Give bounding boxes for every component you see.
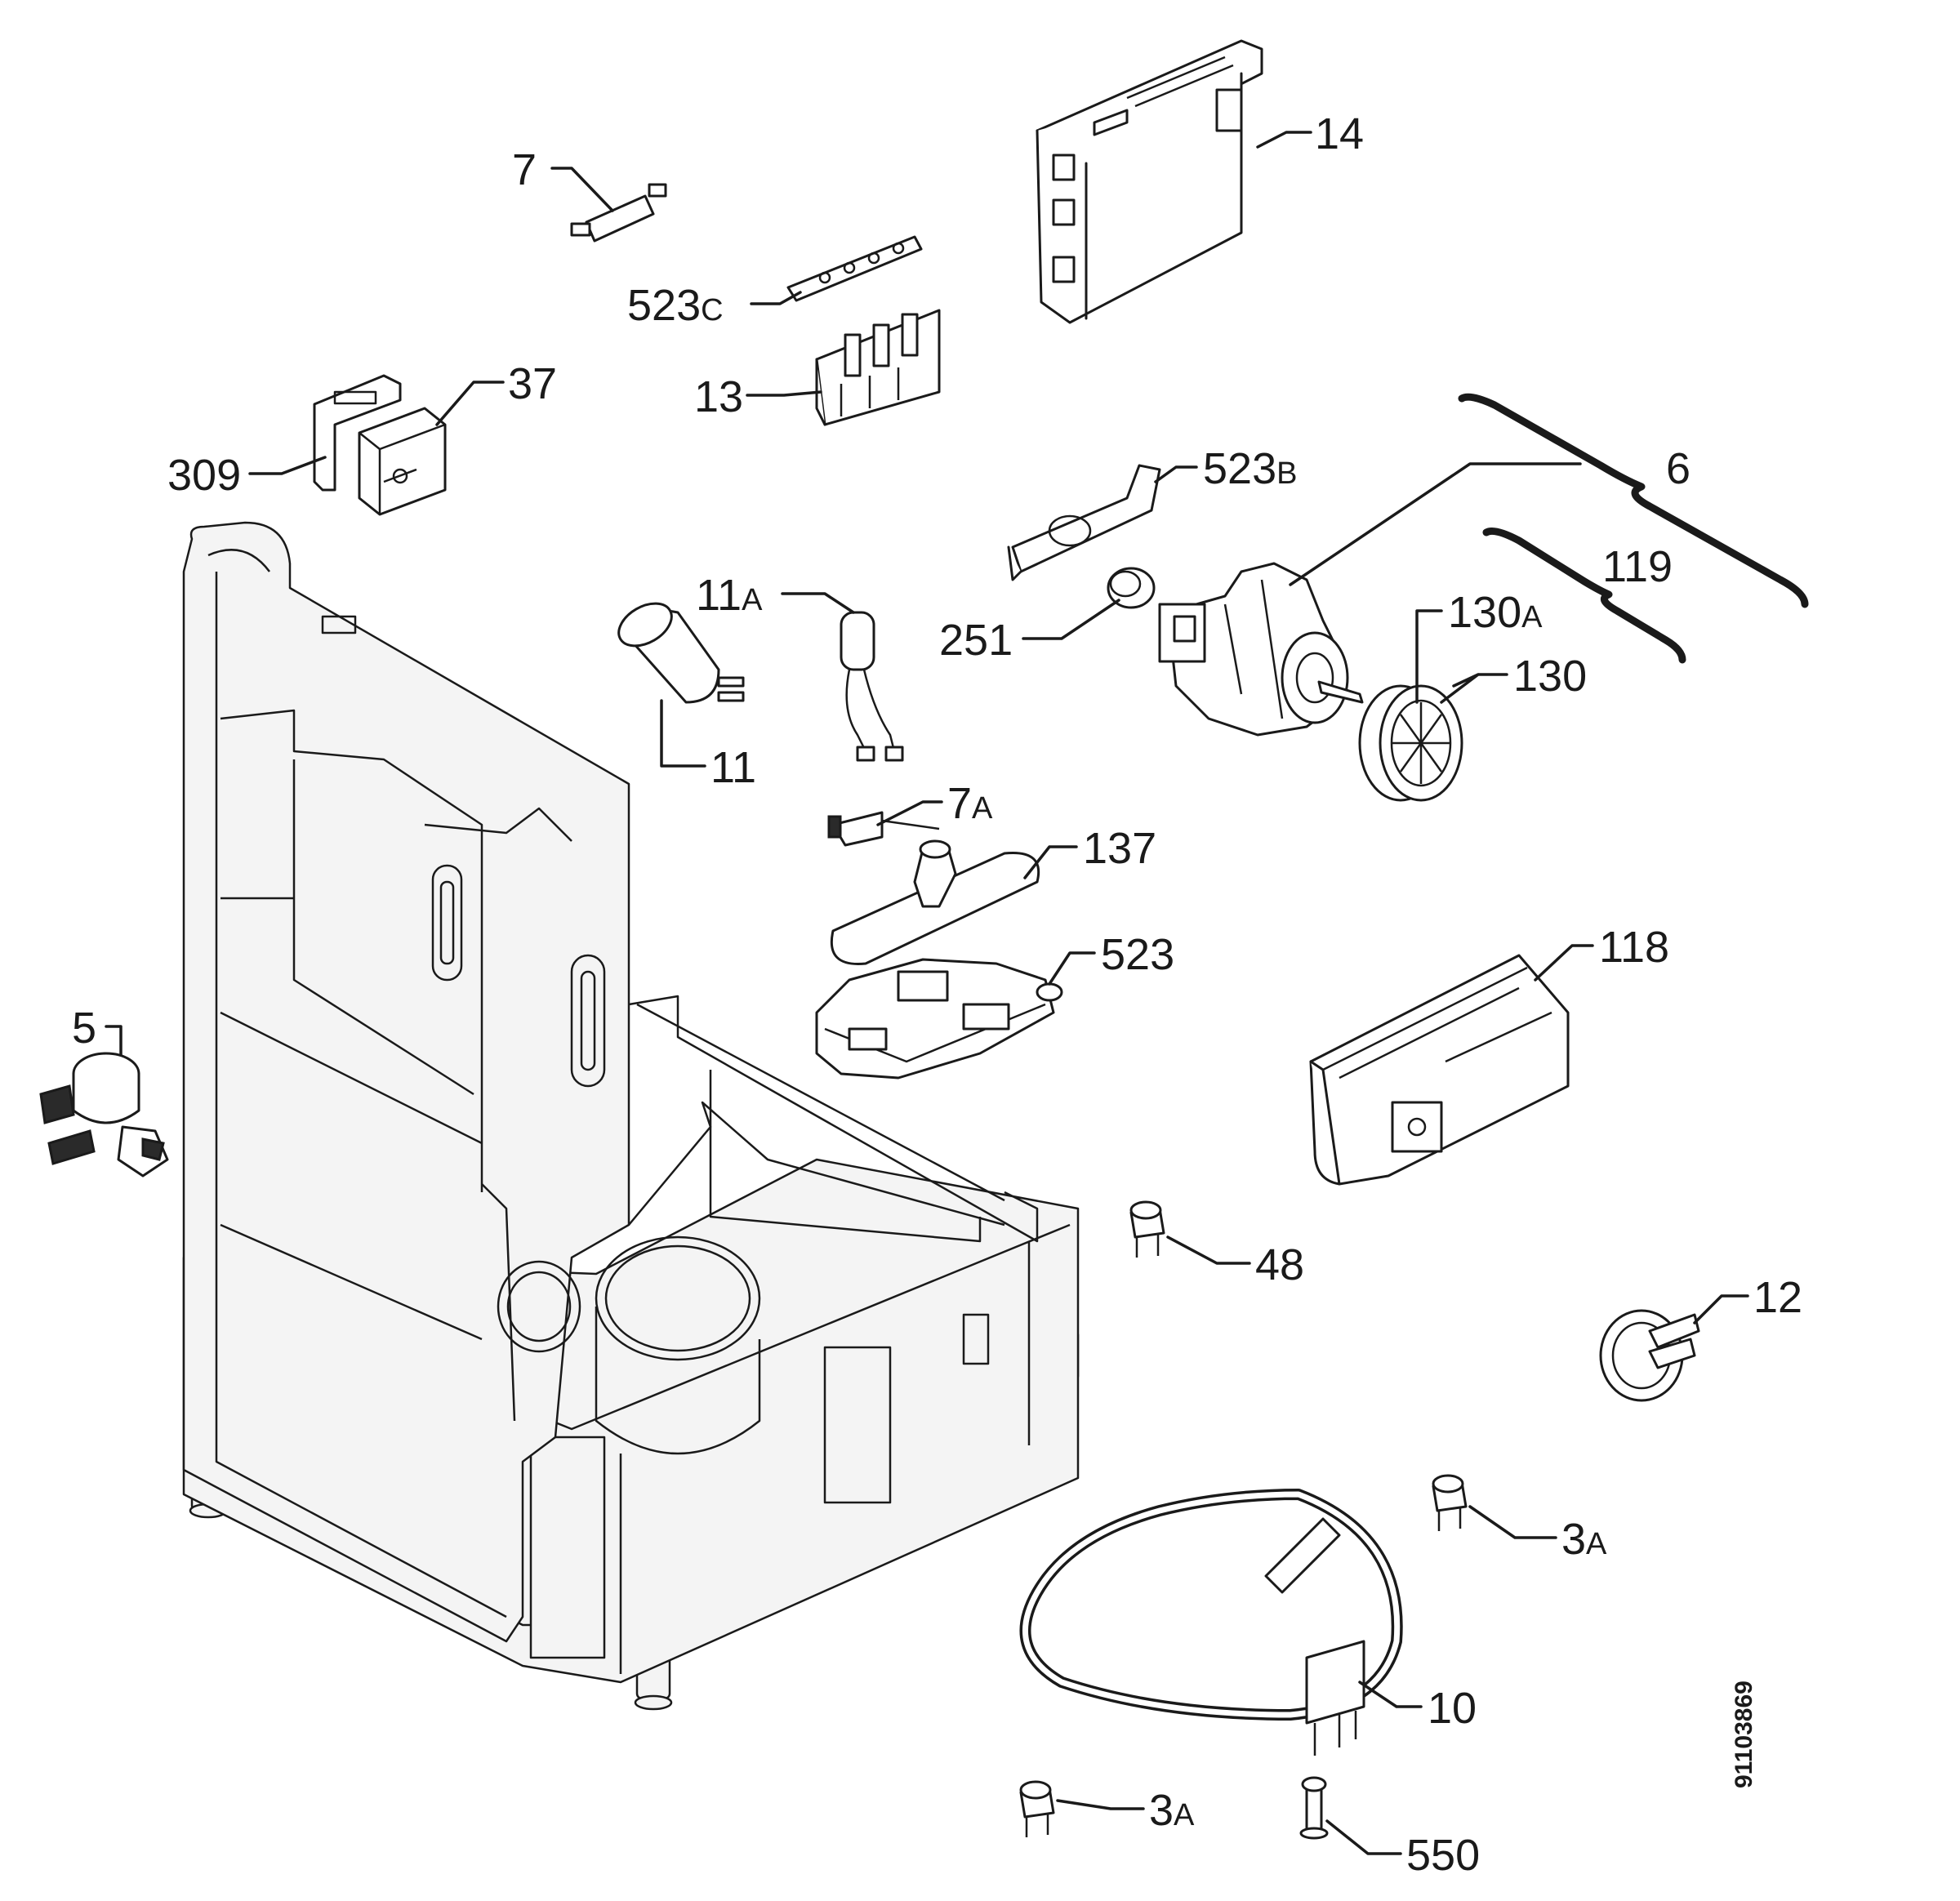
callout-119: 119: [1602, 542, 1673, 591]
callout-550: 550: [1406, 1831, 1480, 1880]
part-5-inlet-valve: [39, 1052, 169, 1178]
part-7-connector: [570, 183, 667, 243]
part-523c-bracket: [786, 235, 923, 302]
part-118-dispenser: [1309, 954, 1570, 1186]
part-3a-sensor-right: [1432, 1474, 1468, 1531]
part-523b-bracket: [1007, 464, 1161, 581]
callout-523b: 523B: [1203, 444, 1297, 493]
part-14-electronic-module: [1036, 39, 1263, 324]
callout-5: 5: [72, 1004, 96, 1053]
part-13-terminal-block: [815, 309, 941, 426]
leader-lines: [105, 131, 1749, 1855]
callout-13: 13: [694, 372, 743, 421]
callout-11a: 11A: [696, 571, 763, 620]
tub-frame-assembly: [182, 521, 1080, 1711]
callout-3a-right: 3A: [1561, 1515, 1607, 1564]
brace-6: [1458, 393, 1809, 608]
callout-523: 523: [1101, 930, 1174, 979]
document-number: 91103869: [1731, 1681, 1757, 1788]
callout-523c: 523C: [627, 281, 724, 330]
callout-7: 7: [512, 145, 537, 194]
callout-6: 6: [1666, 444, 1690, 493]
part-37-switch: [358, 407, 447, 516]
part-12-pressure-switch: [1599, 1309, 1700, 1402]
callout-309: 309: [167, 451, 241, 500]
part-6-pump-motor: [1158, 562, 1364, 737]
part-10-heating-element: [1019, 1489, 1403, 1756]
callout-48: 48: [1255, 1240, 1304, 1289]
part-3a-sensor-bottom: [1019, 1780, 1055, 1837]
part-130-impeller: [1358, 684, 1463, 802]
callout-130a: 130A: [1448, 588, 1543, 637]
brace-119: [1482, 527, 1686, 664]
callout-12: 12: [1753, 1273, 1802, 1322]
callout-37: 37: [508, 359, 557, 408]
callout-10: 10: [1428, 1684, 1477, 1733]
part-309-frame: [313, 374, 402, 492]
callout-137: 137: [1083, 824, 1156, 873]
callout-118: 118: [1599, 923, 1669, 972]
part-48-sensor: [1129, 1200, 1165, 1258]
callout-labels: 7 523C 14 13 37 309 523B 6 119 11A 251 1…: [72, 109, 1802, 1880]
part-11-capacitor: [617, 602, 745, 704]
part-523-float-housing: [815, 958, 1063, 1080]
part-7a-switch: [827, 811, 940, 847]
callout-251: 251: [939, 616, 1013, 665]
callout-11: 11: [710, 743, 756, 792]
part-137-float-cover: [830, 839, 1040, 965]
callout-3a-bottom: 3A: [1149, 1786, 1195, 1835]
part-251-plug: [1107, 567, 1156, 609]
part-11a-suppressor: [840, 611, 904, 762]
callout-14: 14: [1315, 109, 1364, 158]
callout-7a: 7A: [947, 779, 993, 828]
part-550-bolt: [1299, 1776, 1329, 1840]
callout-130: 130: [1513, 652, 1587, 701]
